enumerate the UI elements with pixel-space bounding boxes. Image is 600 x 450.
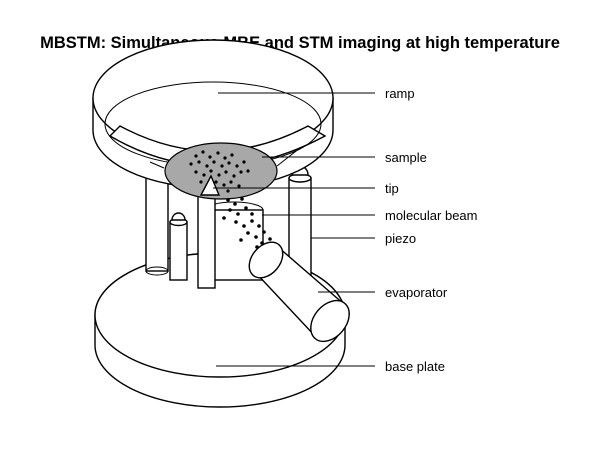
sample-deposit — [189, 150, 250, 193]
label-piezo: piezo — [385, 231, 416, 246]
sample — [149, 142, 301, 200]
stm-tip — [199, 174, 221, 196]
leader-lines — [213, 92, 375, 367]
label-base-plate: base plate — [385, 359, 445, 374]
label-molecular-beam: molecular beam — [385, 208, 478, 223]
label-ramp: ramp — [385, 86, 415, 101]
piezo-leg-center — [197, 188, 216, 289]
piezo-leg-front-left — [169, 212, 188, 281]
label-evaporator: evaporator — [385, 285, 448, 300]
label-sample: sample — [385, 150, 427, 165]
evaporator — [248, 241, 350, 343]
label-tip: tip — [385, 181, 399, 196]
